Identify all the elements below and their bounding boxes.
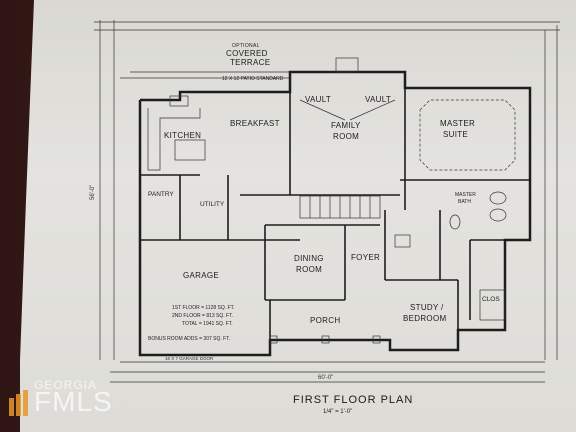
area-bonus: BONUS ROOM ADDS = 307 SQ. FT.	[148, 336, 230, 342]
watermark-line2: FMLS	[34, 386, 113, 417]
master-bath-label-line1: MASTER	[455, 192, 476, 198]
terrace-label-line2: COVERED	[226, 49, 268, 58]
study-label-line1: STUDY /	[410, 303, 444, 312]
master-suite-label-line1: MASTER	[440, 119, 475, 128]
stairs	[299, 195, 381, 219]
porch-label: PORCH	[310, 316, 340, 325]
bath-fixtures	[394, 191, 507, 321]
utility-label: UTILITY	[200, 201, 225, 208]
area-total: TOTAL = 1941 SQ. FT.	[182, 321, 233, 327]
master-tray-ceiling	[419, 99, 516, 171]
area-first-floor: 1ST FLOOR = 1128 SQ. FT.	[172, 305, 234, 311]
plan-title: FIRST FLOOR PLAN	[293, 394, 414, 406]
foyer-label: FOYER	[351, 253, 380, 262]
pantry-label: PANTRY	[148, 191, 174, 198]
fmls-logo-icon	[9, 390, 28, 416]
fmls-watermark: GEORGIA FMLS	[8, 376, 128, 426]
terrace-label-line3: TERRACE	[230, 58, 270, 67]
terrace-label-line1: OPTIONAL	[232, 43, 260, 49]
family-room-label-line2: ROOM	[333, 132, 359, 141]
left-depth-dim: 56'-0"	[90, 185, 96, 200]
interior-walls	[140, 88, 530, 340]
master-bath-label-line2: BATH	[458, 199, 471, 205]
family-room-vault	[299, 57, 396, 121]
dimension-lines	[94, 20, 560, 383]
garage-door-dim: 16 X 7 GARAGE DOOR	[165, 356, 214, 361]
dining-room-label-line2: ROOM	[296, 265, 322, 274]
plan-scale: 1/4" = 1'-0"	[323, 409, 353, 415]
family-room-label-line1: FAMILY	[331, 121, 361, 130]
porch-columns	[269, 335, 381, 344]
kitchen-label: KITCHEN	[164, 131, 201, 140]
clos-label: CLOS	[482, 296, 500, 303]
dining-room-label-line1: DINING	[294, 254, 324, 263]
patio-label: 12 X 12 PATIO STANDARD	[222, 76, 284, 82]
breakfast-label: BREAKFAST	[230, 119, 280, 128]
master-suite-label-line2: SUITE	[443, 130, 468, 139]
watermark-line1: GEORGIA	[34, 378, 98, 392]
vault-right-label: VAULT	[365, 95, 391, 104]
study-label-line2: BEDROOM	[403, 314, 446, 323]
overall-width-dim: 60'-0"	[318, 375, 333, 381]
vault-left-label: VAULT	[305, 95, 331, 104]
garage-label: GARAGE	[183, 271, 219, 280]
area-second-floor: 2ND FLOOR = 813 SQ. FT.	[172, 313, 233, 319]
kitchen-counters	[147, 95, 206, 171]
